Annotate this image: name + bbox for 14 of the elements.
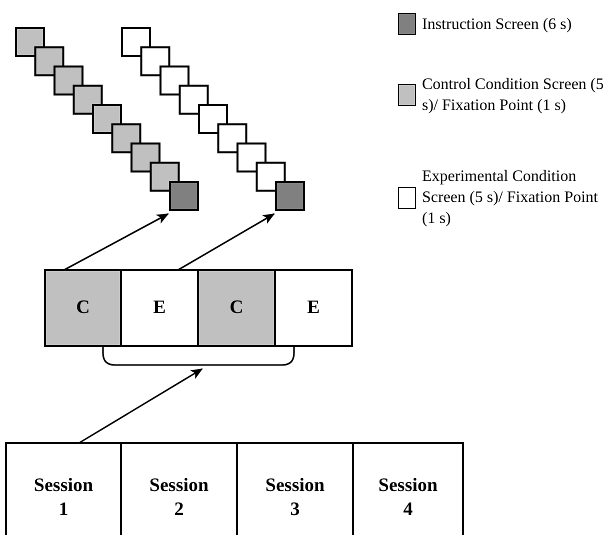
- arrow: [78, 368, 203, 444]
- legend-label: Instruction Screen (6 s): [422, 14, 573, 34]
- block-cell: C: [44, 269, 122, 347]
- block-cell: C: [197, 269, 276, 347]
- experimental-screen-sequence-drawing: [121, 27, 306, 212]
- block-cell: E: [274, 269, 353, 347]
- session-box: Session 1: [5, 442, 122, 535]
- block-cell: E: [120, 269, 199, 347]
- legend-label: Control Condition Screen (5 s)/ Fixation Point (1 s): [422, 75, 605, 116]
- bracket: [102, 345, 295, 367]
- session-box: Session 4: [352, 442, 464, 535]
- arrow: [64, 213, 169, 271]
- arrow: [178, 213, 275, 271]
- legend-label: Experimental Condition Screen (5 s)/ Fixation Point (1 s): [422, 167, 599, 229]
